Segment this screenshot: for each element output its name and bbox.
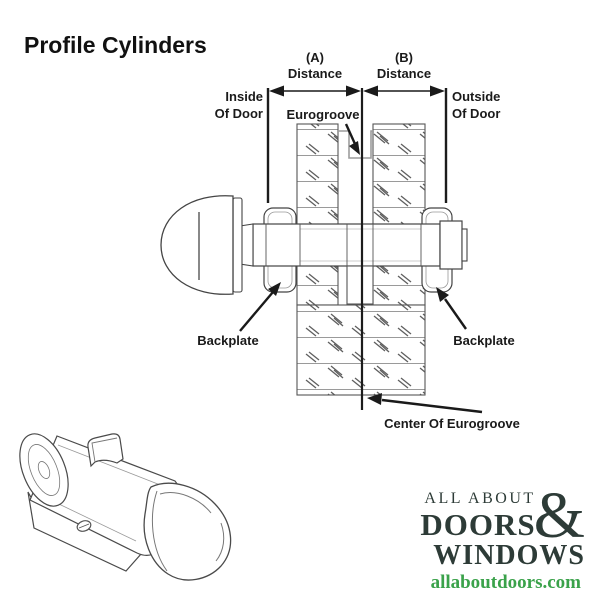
logo-site-url: allaboutdoors.com	[430, 572, 581, 593]
cylinder-body	[252, 220, 468, 270]
dim-a-label: Distance	[288, 66, 342, 81]
eurogroove-channel	[338, 130, 373, 159]
inside-of-door-label-line2: Of Door	[215, 106, 263, 121]
page-title: Profile Cylinders	[24, 32, 207, 58]
inside-of-door-label-line1: Inside	[225, 89, 263, 104]
dim-b-label: Distance	[377, 66, 431, 81]
callout-arrows	[239, 123, 483, 414]
dimension-arrow-a	[269, 85, 361, 97]
eurogroove-label: Eurogroove	[287, 107, 360, 122]
backplate-left-label: Backplate	[197, 333, 258, 348]
outside-of-door-label-line2: Of Door	[452, 106, 500, 121]
reference-lines	[266, 88, 448, 410]
dim-b-tag: (B)	[395, 50, 413, 65]
logo-all-about: ALL ABOUT	[424, 490, 536, 507]
thumbturn-3d	[143, 482, 232, 581]
logo-doors: DOORS	[420, 507, 536, 542]
backplate-right-label: Backplate	[453, 333, 514, 348]
center-of-eurogroove-label: Center Of Eurogroove	[384, 416, 520, 431]
euro-cylinder-3d-drawing	[19, 433, 232, 581]
dimension-arrow-b	[363, 85, 445, 97]
cylinder-cam	[346, 265, 374, 305]
cylinder-face	[19, 433, 69, 507]
logo-ampersand: &	[533, 478, 585, 552]
thumbturn-knob	[160, 195, 254, 295]
logo-windows: WINDOWS	[433, 540, 585, 571]
dim-a-tag: (A)	[306, 50, 324, 65]
outside-of-door-label-line1: Outside	[452, 89, 500, 104]
company-logo: ALL ABOUT DOORS & WINDOWS allaboutdoors.…	[420, 478, 585, 593]
